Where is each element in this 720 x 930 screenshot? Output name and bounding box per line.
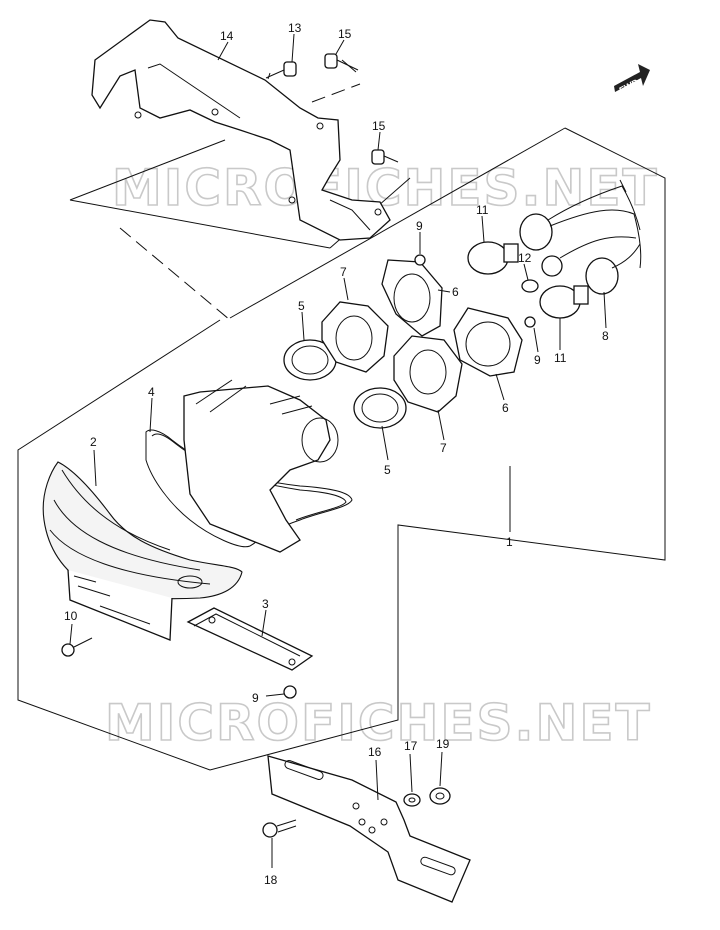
bulb-holder-upper: [321, 301, 389, 373]
callout-1: 1: [506, 535, 513, 549]
callout-17: 17: [404, 739, 418, 753]
leader-lines: [69, 33, 607, 868]
callout-13: 13: [288, 21, 302, 35]
bulb-holder-lower: [393, 335, 463, 413]
callout-3: 3: [262, 597, 269, 611]
main-assembly-frame: [17, 127, 666, 771]
bulb-small: [521, 279, 539, 293]
callout-11-upper: 11: [476, 203, 489, 217]
callout-9-lower: 9: [252, 691, 259, 705]
callout-11-lower: 11: [554, 351, 567, 365]
callout-14: 14: [220, 29, 234, 43]
callout-12: 12: [518, 251, 532, 265]
screw-9-upper: [414, 254, 426, 266]
callout-5-lower: 5: [384, 463, 391, 477]
tail-lens: [42, 461, 243, 641]
bolt-13: [265, 61, 297, 80]
callout-6-lower: 6: [502, 401, 509, 415]
callout-7-upper: 7: [340, 265, 347, 279]
forward-arrow-icon: FWD: [614, 64, 650, 95]
wiring-harness: [519, 179, 642, 295]
gasket-lower: [453, 307, 523, 377]
screw-9-lower: [283, 685, 297, 699]
lamp-housing: [183, 379, 339, 553]
watermark-lower: MICROFICHES.NET: [105, 694, 652, 752]
bulb-lower: [539, 285, 589, 319]
callout-4: 4: [148, 385, 155, 399]
callout-labels: 14 13 15 15 9 11 12 7 6 5 8 9 11 4 6 7 2…: [64, 21, 609, 887]
callout-9-upper: 9: [416, 219, 423, 233]
callout-15-upper: 15: [338, 27, 352, 41]
bolt-15-upper: [324, 53, 359, 73]
callout-2: 2: [90, 435, 97, 449]
screw-18: [262, 819, 297, 838]
callout-19: 19: [436, 737, 450, 751]
callout-15-lower: 15: [372, 119, 386, 133]
license-lamp: [186, 607, 314, 671]
callout-7-lower: 7: [440, 441, 447, 455]
callout-9-right: 9: [534, 353, 541, 367]
gasket-upper: [381, 259, 443, 337]
bulb-upper: [467, 241, 519, 275]
callout-5-upper: 5: [298, 299, 305, 313]
watermark-upper: MICROFICHES.NET: [112, 159, 659, 217]
screw-9-right: [524, 316, 536, 328]
license-bracket: [267, 755, 471, 903]
screw-10: [61, 637, 93, 657]
bolt-15-lower: [371, 149, 399, 165]
washer-17: [403, 793, 421, 807]
callout-10: 10: [64, 609, 78, 623]
callout-18: 18: [264, 873, 278, 887]
callout-6-upper: 6: [452, 285, 459, 299]
callout-16: 16: [368, 745, 382, 759]
nut-19: [429, 787, 451, 805]
grab-rail-bracket: [91, 19, 391, 241]
callout-8: 8: [602, 329, 609, 343]
socket-ring-lower: [353, 387, 407, 429]
